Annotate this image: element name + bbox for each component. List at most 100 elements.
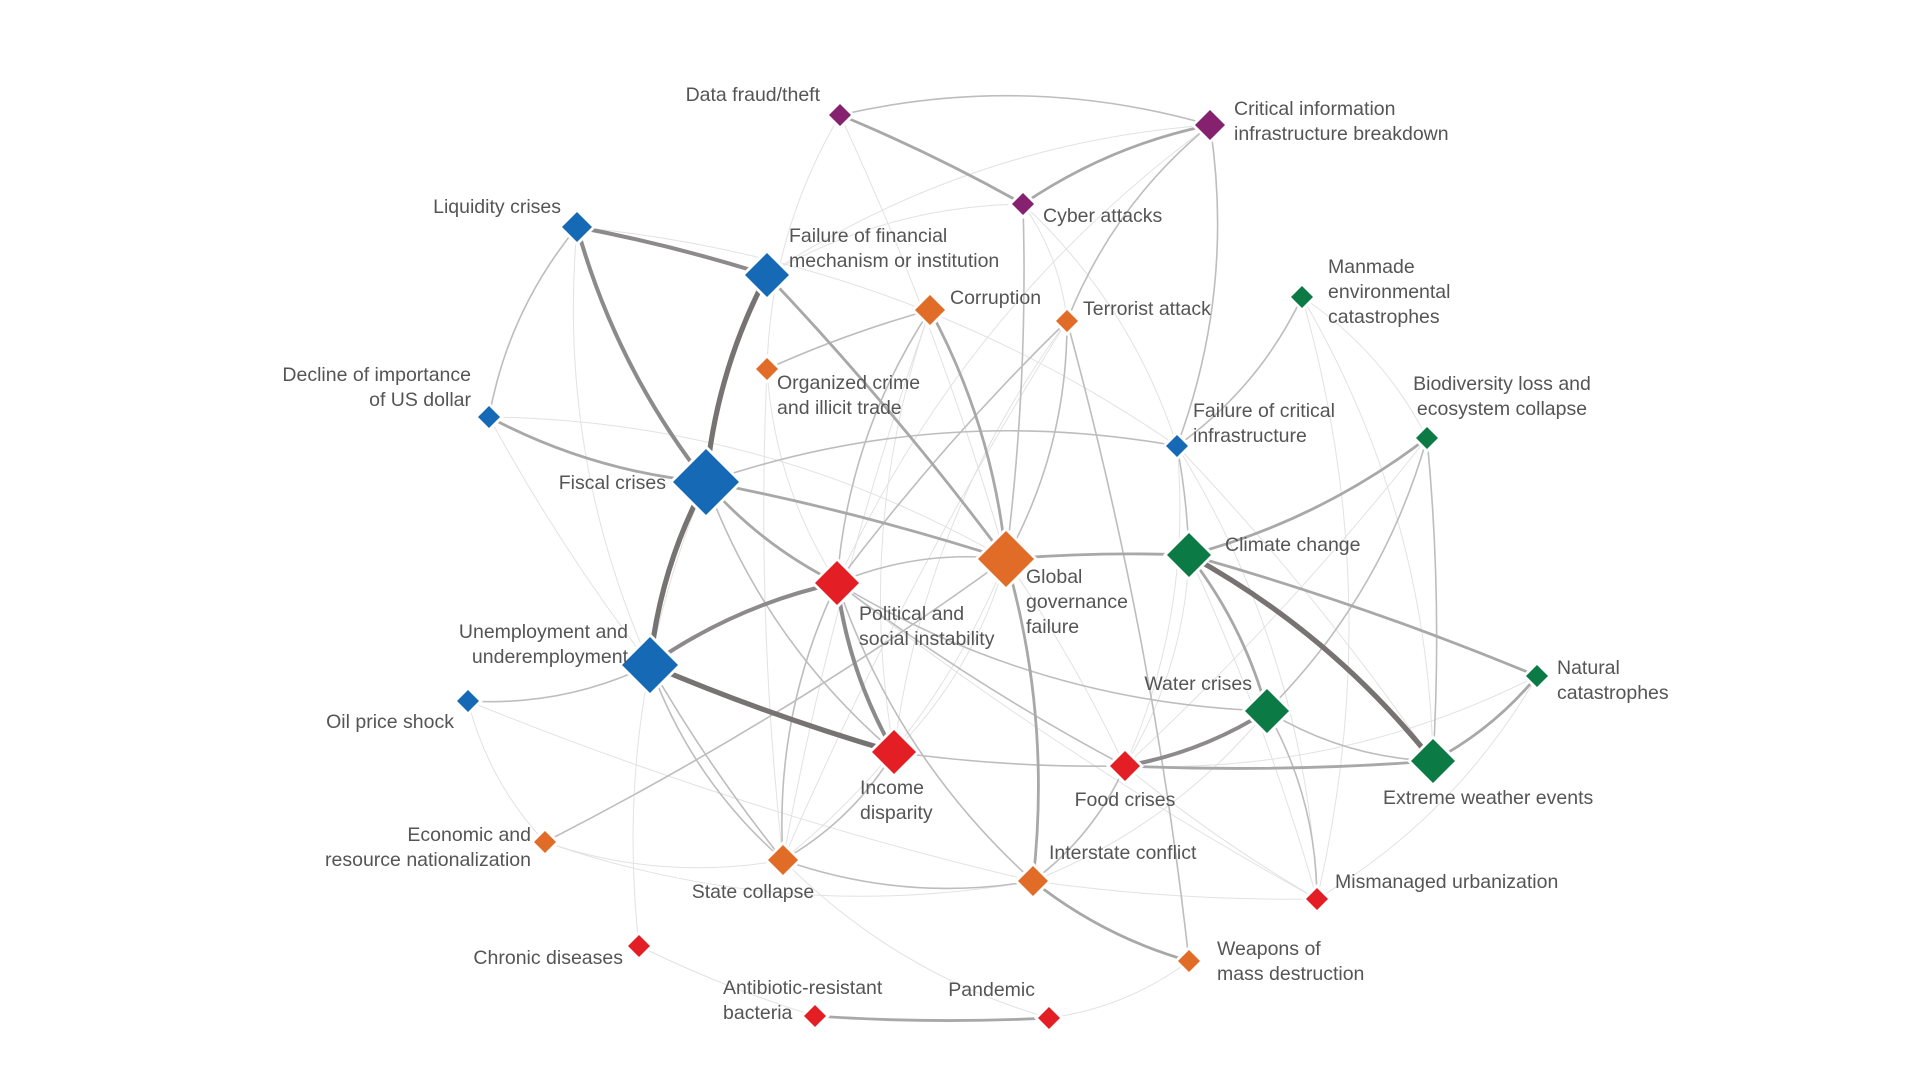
edge-biodiversity-food: [1124, 437, 1428, 767]
node-label-line: Terrorist attack: [1083, 298, 1211, 320]
edge-usd-governance: [488, 416, 1007, 560]
edge-urbanization-water: [1266, 710, 1318, 900]
node-terrorist[interactable]: [1056, 310, 1078, 332]
node-label-line: environmental: [1328, 281, 1450, 303]
edge-oil-unemployment: [467, 664, 651, 703]
node-manmade[interactable]: [1291, 286, 1313, 308]
node-label-data_fraud: Data fraud/theft: [686, 84, 821, 106]
edge-water-interstate: [1032, 710, 1268, 882]
node-urbanization[interactable]: [1306, 888, 1328, 910]
node-food[interactable]: [1110, 751, 1140, 781]
edge-governance-food: [1005, 558, 1126, 767]
node-label-line: Corruption: [950, 287, 1041, 309]
edge-fiscal-crit_infra: [705, 429, 1178, 483]
edge-cyber-cii_breakdown: [1021, 123, 1212, 206]
node-data_fraud[interactable]: [829, 104, 851, 126]
node-cii_breakdown[interactable]: [1195, 110, 1225, 140]
edge-pandemic-wmd: [1048, 960, 1190, 1019]
node-label-line: infrastructure breakdown: [1234, 123, 1449, 145]
node-label-line: Extreme weather events: [1383, 787, 1594, 809]
edge-wmd-terrorist: [1066, 320, 1190, 962]
node-label-fiscal: Fiscal crises: [559, 472, 667, 494]
node-water[interactable]: [1245, 689, 1289, 733]
edge-liquidity-fin_failure: [575, 225, 769, 277]
node-label-line: Pandemic: [948, 979, 1035, 1001]
node-fiscal[interactable]: [673, 449, 739, 515]
edge-interstate-wmd: [1031, 879, 1191, 963]
node-cyber[interactable]: [1012, 193, 1034, 215]
edge-governance-interstate: [1004, 557, 1040, 883]
node-political[interactable]: [815, 561, 859, 605]
node-unemployment[interactable]: [622, 637, 678, 693]
node-label-line: Political and: [859, 603, 964, 625]
edge-liquidity-crit_infra: [576, 226, 1178, 447]
edge-data_fraud-governance: [839, 114, 1007, 560]
node-label-line: Manmade: [1328, 256, 1415, 278]
node-state_collapse[interactable]: [768, 845, 798, 875]
node-income[interactable]: [872, 730, 916, 774]
edge-fiscal-income: [705, 481, 895, 753]
edge-political-urbanization: [836, 582, 1318, 900]
node-usd[interactable]: [478, 406, 500, 428]
edge-terrorist-political: [836, 320, 1068, 584]
node-label-line: Global: [1026, 566, 1082, 588]
node-label-oil: Oil price shock: [326, 711, 454, 733]
node-label-manmade: Manmade environmental catastrophes: [1328, 256, 1450, 328]
edge-manmade-biodiversity: [1301, 296, 1428, 439]
edge-liquidity-fiscal: [575, 225, 708, 484]
node-label-line: Critical information: [1234, 98, 1395, 120]
node-label-corruption: Corruption: [950, 287, 1041, 309]
node-label-line: social instability: [859, 628, 995, 650]
node-label-cyber: Cyber attacks: [1043, 205, 1162, 227]
node-label-line: catastrophes: [1328, 306, 1440, 328]
node-label-line: ecosystem collapse: [1417, 398, 1587, 420]
node-label-line: bacteria: [723, 1002, 793, 1024]
node-label-climate: Climate change: [1225, 534, 1361, 556]
node-natural[interactable]: [1526, 665, 1548, 687]
edge-crit_infra-extreme_weather: [1176, 445, 1434, 762]
edge-climate-water: [1187, 553, 1269, 713]
node-nationalization[interactable]: [534, 831, 556, 853]
node-label-line: Decline of importance: [282, 364, 471, 386]
node-label-line: Natural: [1557, 657, 1620, 679]
node-crit_infra[interactable]: [1166, 435, 1188, 457]
node-label-line: catastrophes: [1557, 682, 1669, 704]
edge-nationalization-governance: [544, 558, 1007, 843]
node-pandemic[interactable]: [1038, 1007, 1060, 1029]
node-label-line: Failure of financial: [789, 225, 947, 247]
node-wmd[interactable]: [1178, 950, 1200, 972]
node-biodiversity[interactable]: [1416, 427, 1438, 449]
node-oil[interactable]: [457, 690, 479, 712]
node-label-line: Economic and: [407, 824, 531, 846]
edge-unemployment-political: [648, 581, 839, 667]
node-label-liquidity: Liquidity crises: [433, 196, 561, 218]
edge-crit_infra-food: [1124, 445, 1181, 767]
edge-fin_failure-fiscal: [703, 272, 770, 485]
edge-manmade-urbanization: [1301, 296, 1350, 900]
edge-governance-income: [893, 558, 1007, 753]
edge-cyber-terrorist: [1022, 203, 1068, 322]
node-label-line: Liquidity crises: [433, 196, 561, 218]
node-extreme_weather[interactable]: [1411, 739, 1455, 783]
node-fin_failure[interactable]: [745, 253, 789, 297]
node-antibiotic[interactable]: [804, 1005, 826, 1027]
edge-oil-nationalization: [467, 700, 546, 843]
edge-terrorist-state_collapse: [782, 320, 1068, 861]
node-corruption[interactable]: [915, 295, 945, 325]
node-climate[interactable]: [1167, 533, 1211, 577]
node-chronic[interactable]: [628, 935, 650, 957]
edge-climate-food: [1124, 554, 1190, 767]
node-interstate[interactable]: [1018, 866, 1048, 896]
edge-urbanization-natural: [1316, 675, 1538, 900]
node-label-extreme_weather: Extreme weather events: [1383, 787, 1594, 809]
edge-cyber-fin_failure: [766, 203, 1024, 276]
edge-org_crime-state_collapse: [763, 368, 784, 861]
node-governance[interactable]: [978, 531, 1034, 587]
node-org_crime[interactable]: [756, 358, 778, 380]
node-liquidity[interactable]: [562, 212, 592, 242]
